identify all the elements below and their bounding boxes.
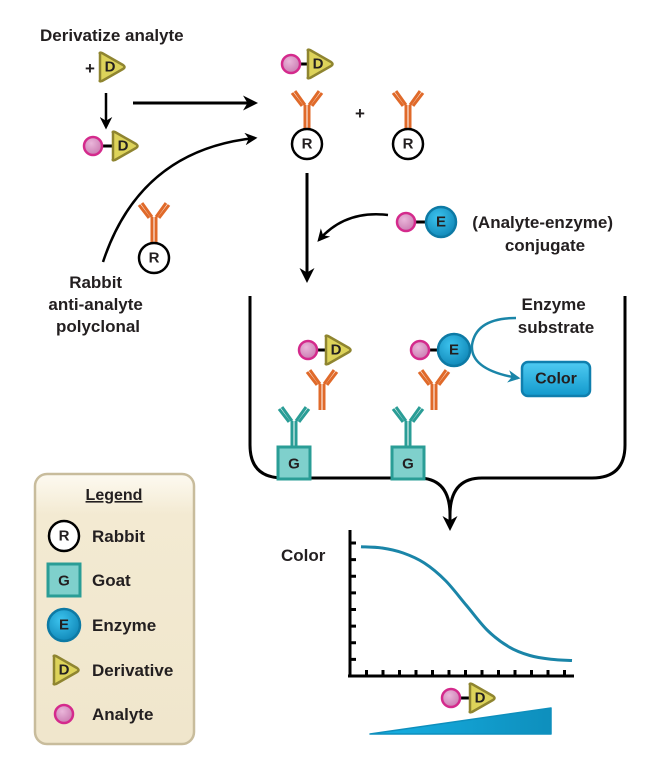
rabbit-antibody xyxy=(137,201,171,245)
derivative-icon: D xyxy=(324,334,352,366)
arrow-curved-rabbit xyxy=(101,132,258,263)
rabbit-antibody xyxy=(290,89,324,133)
enzyme-icon: E xyxy=(436,332,472,368)
svg-text:D: D xyxy=(59,662,70,679)
svg-text:D: D xyxy=(313,56,324,73)
rabbit-icon: R xyxy=(391,127,425,161)
svg-text:Enzyme: Enzyme xyxy=(92,616,156,635)
analyte-icon xyxy=(409,339,431,361)
goat-antibody xyxy=(391,405,425,449)
svg-text:G: G xyxy=(288,456,300,473)
legend-item-rabbit: R Rabbit xyxy=(47,519,145,553)
legend-item-derivative: D Derivative xyxy=(52,654,173,686)
svg-text:G: G xyxy=(58,573,70,590)
enzyme-icon: E xyxy=(424,205,458,239)
legend-item-goat: G Goat xyxy=(46,562,131,598)
plot-ylabel: Color xyxy=(281,546,326,565)
svg-text:E: E xyxy=(436,214,446,231)
svg-text:Rabbit: Rabbit xyxy=(92,527,145,546)
analyte-icon xyxy=(297,339,319,361)
rabbit-antibody-label: Rabbit anti-analyte polyclonal xyxy=(48,273,147,336)
svg-text:D: D xyxy=(475,690,486,707)
legend-item-enzyme: E Enzyme xyxy=(46,607,156,643)
svg-text:D: D xyxy=(118,138,129,155)
color-box: Color xyxy=(520,360,592,398)
legend: Legend R Rabbit G Goat E Enzyme xyxy=(33,472,196,746)
derivative-icon: D xyxy=(111,130,139,162)
goat-icon: G xyxy=(390,445,426,481)
goat-antibody xyxy=(277,405,311,449)
derivative-icon: D xyxy=(468,682,496,714)
rabbit-antibody xyxy=(305,368,339,412)
svg-text:R: R xyxy=(59,528,70,545)
svg-text:R: R xyxy=(302,136,313,153)
rabbit-antibody xyxy=(391,89,425,133)
derivative-icon: D xyxy=(306,48,334,80)
legend-item-analyte: Analyte xyxy=(53,703,153,725)
analyte-icon xyxy=(53,703,75,725)
svg-text:R: R xyxy=(149,250,160,267)
svg-text:E: E xyxy=(449,342,459,359)
svg-text:D: D xyxy=(105,59,116,76)
rabbit-icon: R xyxy=(290,127,324,161)
rabbit-icon: R xyxy=(47,519,81,553)
derivative-icon: D xyxy=(98,51,126,83)
svg-text:D: D xyxy=(331,342,342,359)
analyte-icon xyxy=(280,53,302,75)
arrow-enzyme-substrate xyxy=(470,316,521,383)
plus-sign: + xyxy=(85,59,95,78)
enzyme-icon: E xyxy=(46,607,82,643)
svg-text:Derivative: Derivative xyxy=(92,661,173,680)
enzyme-substrate-label: Enzyme substrate xyxy=(518,295,595,337)
svg-text:G: G xyxy=(402,456,414,473)
svg-text:R: R xyxy=(403,136,414,153)
analyte-icon xyxy=(440,687,462,709)
concentration-wedge xyxy=(369,707,552,735)
analyte-icon xyxy=(395,211,417,233)
svg-text:Goat: Goat xyxy=(92,571,131,590)
signal-curve xyxy=(360,545,573,662)
color-vs-concentration-plot: Color xyxy=(281,530,574,678)
plus-sign: + xyxy=(355,104,365,123)
svg-text:Analyte: Analyte xyxy=(92,705,153,724)
conjugate-label: (Analyte-enzyme) conjugate xyxy=(472,213,618,255)
rabbit-antibody xyxy=(417,368,451,412)
svg-text:E: E xyxy=(59,617,69,634)
rabbit-icon: R xyxy=(137,241,171,275)
derivative-icon: D xyxy=(52,654,80,686)
legend-title: Legend xyxy=(86,487,143,504)
analyte-icon xyxy=(82,135,104,157)
goat-icon: G xyxy=(46,562,82,598)
arrow-curved-conjugate xyxy=(317,213,389,242)
goat-icon: G xyxy=(276,445,312,481)
title-derivatize-analyte: Derivatize analyte xyxy=(40,26,184,45)
svg-text:Color: Color xyxy=(535,371,577,388)
